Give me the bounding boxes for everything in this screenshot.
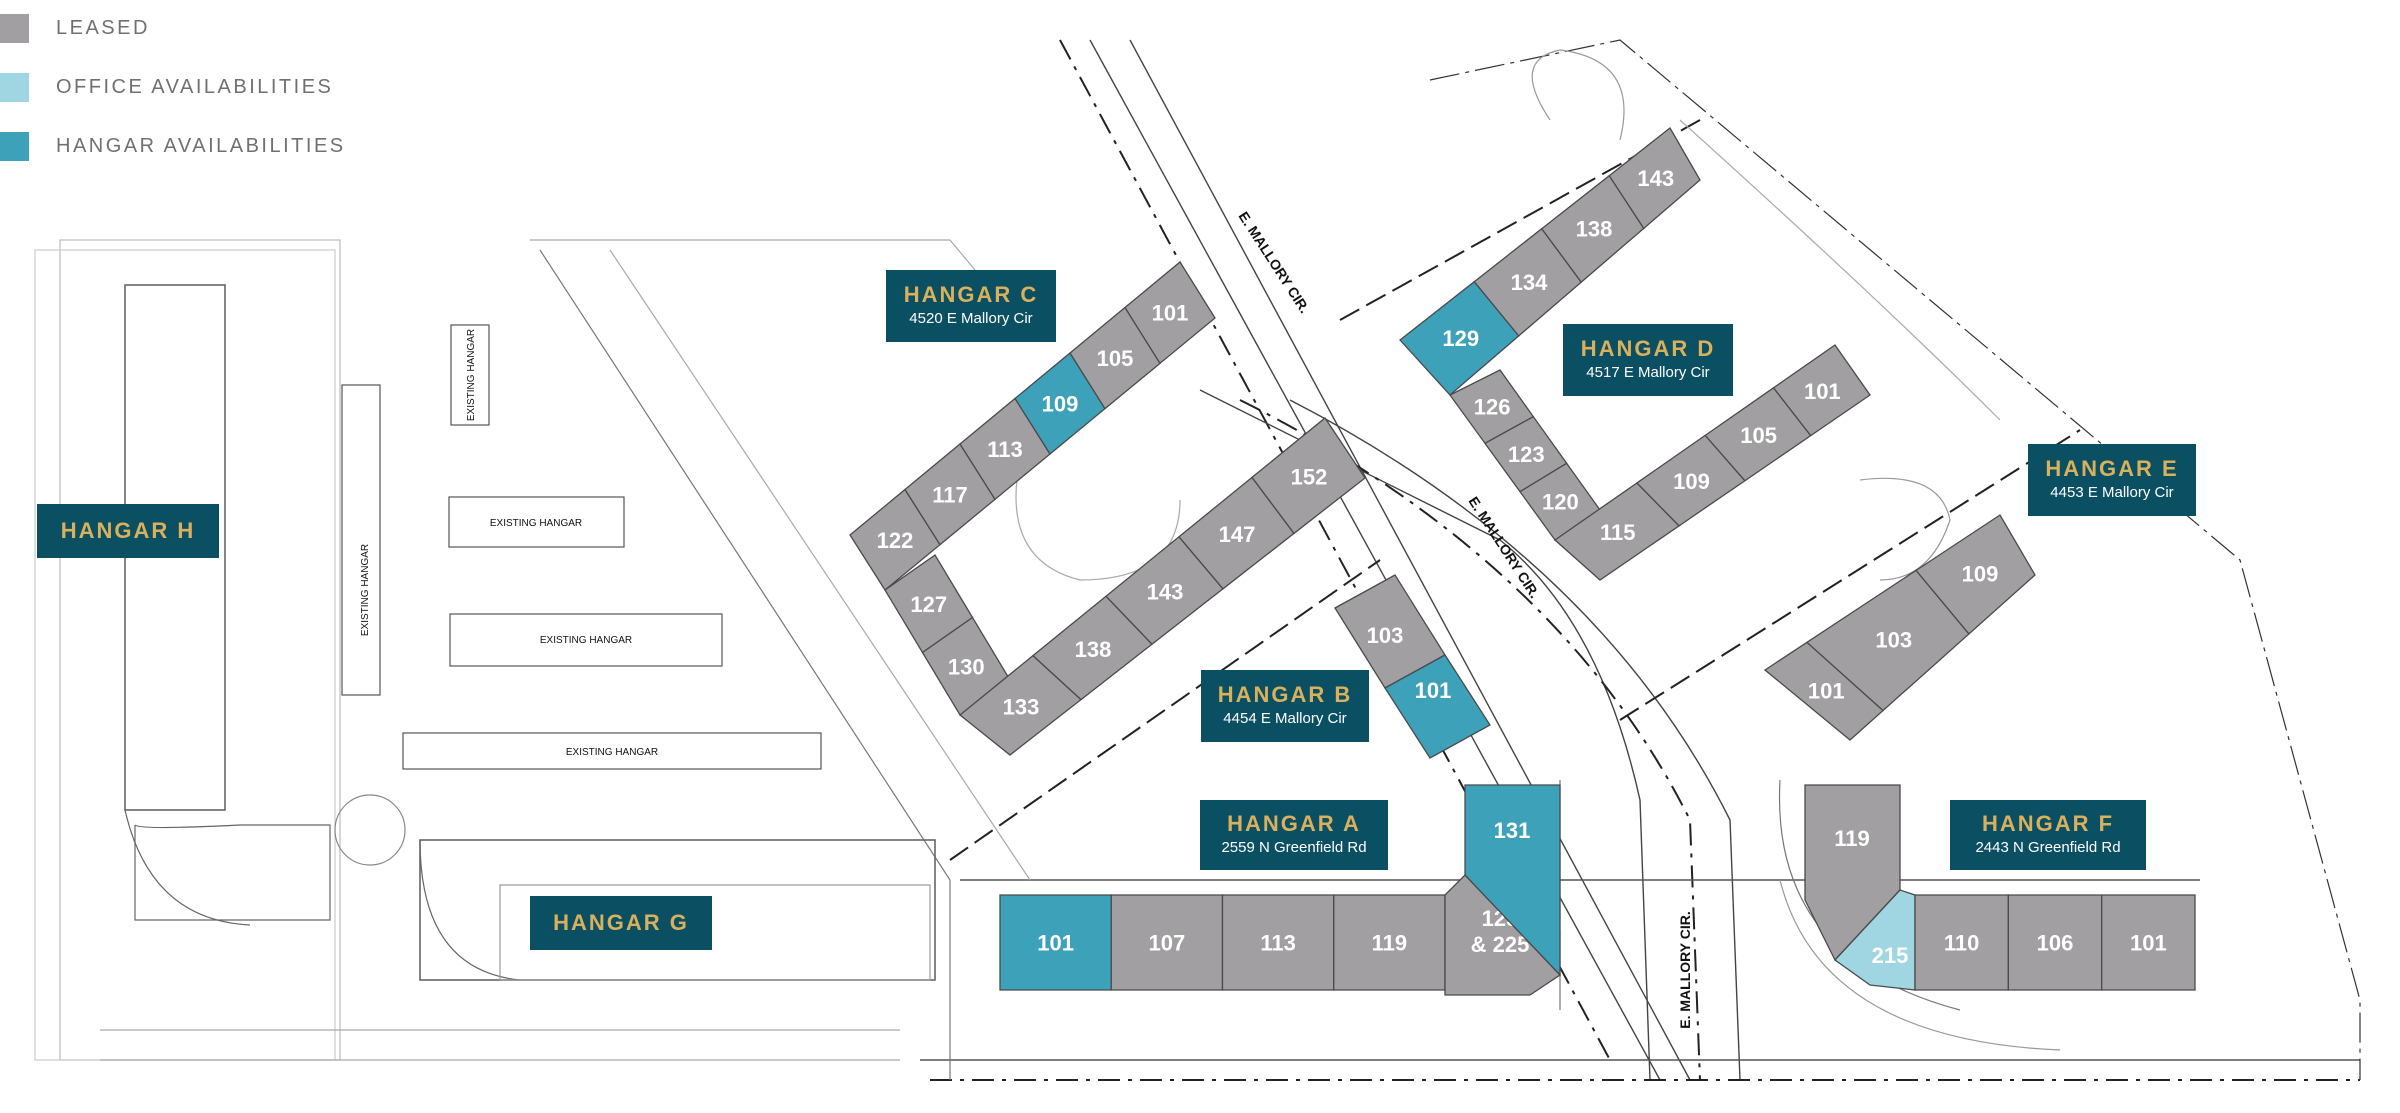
unit-number: 101 — [1037, 931, 1074, 956]
unit-number: 133 — [1003, 694, 1040, 719]
unit-number: 113 — [987, 437, 1023, 462]
unit-number: 120 — [1542, 489, 1579, 514]
legend-label: OFFICE AVAILABILITIES — [56, 76, 334, 98]
hangar-c-bottom-unit-152[interactable] — [1251, 417, 1366, 535]
hangar-address: 2443 N Greenfield Rd — [1975, 839, 2121, 856]
unit-number: 127 — [910, 592, 947, 617]
existing-hangar-label: EXISTING HANGAR — [466, 329, 477, 421]
office-swatch — [0, 73, 29, 102]
unit-number: 123 — [1508, 442, 1545, 467]
hangar-address: 4520 E Mallory Cir — [909, 310, 1033, 327]
hangar-d-bottom-unit-101[interactable] — [1772, 344, 1871, 437]
unit-number: 101 — [1804, 379, 1841, 404]
hangar-name: HANGAR G — [553, 910, 689, 935]
hangar-address: 4453 E Mallory Cir — [2050, 484, 2174, 501]
unit-number: 113 — [1260, 931, 1296, 956]
unit-number: 126 — [1474, 394, 1511, 419]
unit-number: 147 — [1219, 522, 1256, 547]
unit-number-secondary: & 225 — [1471, 932, 1530, 957]
existing-hangar-label: EXISTING HANGAR — [490, 518, 582, 529]
unit-number: 101 — [1415, 678, 1452, 703]
hangar-address: 4517 E Mallory Cir — [1586, 364, 1710, 381]
unit-number: 138 — [1075, 637, 1112, 662]
hangar-b-label[interactable]: HANGAR B 4454 E Mallory Cir — [1201, 670, 1369, 742]
unit-number: 138 — [1576, 217, 1613, 242]
unit-number: 143 — [1637, 166, 1674, 191]
unit-number: 130 — [948, 654, 985, 679]
unit-number: 119 — [1372, 931, 1408, 956]
existing-hangar-label: EXISTING HANGAR — [360, 544, 371, 636]
hangar-g-label[interactable]: HANGAR G — [530, 896, 712, 950]
legend-label: LEASED — [56, 17, 150, 39]
existing-hangar-label: EXISTING HANGAR — [566, 747, 658, 758]
hangar-a-label[interactable]: HANGAR A 2559 N Greenfield Rd — [1200, 800, 1388, 870]
hangar-name: HANGAR E — [2045, 456, 2179, 481]
unit-number: 103 — [1367, 623, 1404, 648]
unit-number: 117 — [932, 482, 968, 507]
hangar-h-label[interactable]: HANGAR H — [37, 504, 219, 558]
existing-hangar-labels: EXISTING HANGAR EXISTING HANGAR EXISTING… — [360, 329, 658, 758]
unit-number: 101 — [1152, 301, 1189, 326]
unit-number: 103 — [1875, 627, 1912, 652]
existing-hangar-label: EXISTING HANGAR — [540, 635, 632, 646]
site-linework — [34, 39, 2361, 1081]
unit-number: 106 — [2037, 931, 2074, 956]
hangar-e-unit-109[interactable] — [1915, 514, 2036, 635]
hangar-f-label[interactable]: HANGAR F 2443 N Greenfield Rd — [1950, 800, 2146, 870]
legend-item-office: OFFICE AVAILABILITIES — [0, 73, 400, 113]
unit-number: 110 — [1944, 931, 1980, 956]
unit-number: 105 — [1740, 423, 1777, 448]
hangar-d-label[interactable]: HANGAR D 4517 E Mallory Cir — [1563, 324, 1733, 396]
legend-item-leased: LEASED — [0, 14, 400, 54]
unit-number: 109 — [1962, 562, 1999, 587]
unit-number: 131 — [1494, 818, 1531, 843]
street-label: E. MALLORY CIR. — [1465, 494, 1542, 601]
hangar-name: HANGAR D — [1580, 336, 1716, 361]
unit-number: 101 — [2130, 931, 2167, 956]
unit-number: 115 — [1600, 520, 1636, 545]
unit-number: 134 — [1511, 270, 1548, 295]
hangar-name: HANGAR B — [1217, 682, 1353, 707]
unit-number: 152 — [1291, 465, 1328, 490]
unit-number: 105 — [1097, 346, 1134, 371]
unit-number: 215 — [1872, 943, 1909, 968]
unit-number: 107 — [1149, 931, 1186, 956]
hangar-swatch — [0, 132, 29, 161]
street-label: E. MALLORY CIR. — [1235, 209, 1312, 316]
hangar-b-unit-101[interactable] — [1384, 654, 1491, 759]
unit-number: 109 — [1042, 392, 1079, 417]
unit-number: 119 — [1834, 826, 1870, 851]
hangar-address: 2559 N Greenfield Rd — [1221, 839, 1367, 856]
hangar-e-label[interactable]: HANGAR E 4453 E Mallory Cir — [2028, 444, 2196, 516]
hangar-c-unit-101[interactable] — [1124, 261, 1216, 365]
unit-number: 143 — [1147, 580, 1184, 605]
hangar-d-top-unit-143[interactable] — [1608, 127, 1701, 230]
hangar-f-unit-101[interactable] — [2101, 894, 2196, 991]
unit-number: 101 — [1808, 679, 1845, 704]
hangar-address: 4454 E Mallory Cir — [1223, 710, 1347, 727]
unit-number: 122 — [877, 528, 914, 553]
hangar-name: HANGAR H — [60, 518, 196, 543]
unit-number: 129 — [1442, 326, 1479, 351]
hangar-name: HANGAR A — [1227, 811, 1361, 836]
hangar-a-unit-131[interactable] — [1464, 784, 1561, 977]
unit-number: 109 — [1673, 469, 1710, 494]
hangar-a-unit-125[interactable] — [1444, 874, 1562, 996]
leased-swatch — [0, 14, 29, 43]
legend-label: HANGAR AVAILABILITIES — [56, 135, 346, 157]
street-label: E. MALLORY CIR. — [1677, 911, 1693, 1028]
hangar-c-label[interactable]: HANGAR C 4520 E Mallory Cir — [886, 270, 1056, 342]
hangar-name: HANGAR F — [1981, 811, 2115, 836]
hangar-name: HANGAR C — [903, 282, 1039, 307]
legend-item-hangar: HANGAR AVAILABILITIES — [0, 132, 400, 172]
